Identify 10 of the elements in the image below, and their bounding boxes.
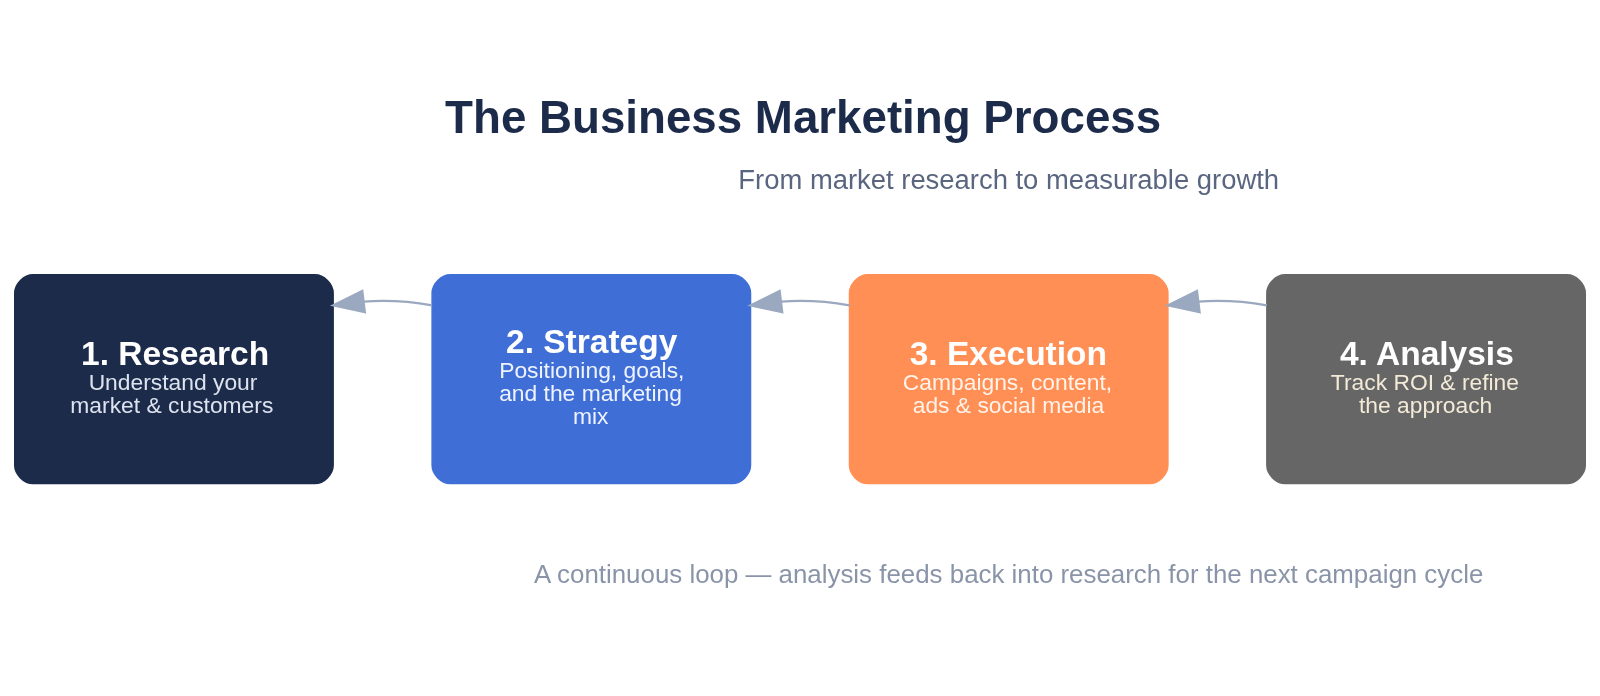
arrow <box>747 289 850 314</box>
label: From market research to measurable growth <box>738 163 1280 195</box>
diagram-title: The Business Marketing Process <box>445 92 1162 144</box>
arrow <box>1164 289 1267 314</box>
node-box: 1. Research Understand your market & customers <box>14 274 334 485</box>
node-box: 3. Execution Campaigns, content, ads & social media <box>848 274 1169 485</box>
node-box: 2. Strategy Positioning, goals, and the marketing mix <box>431 274 752 485</box>
node-box: 4. Analysis Track ROI & refine the approach <box>1266 274 1586 485</box>
arrow <box>329 289 433 314</box>
caption: A continuous loop — analysis feeds back into research for the next campaign cycle <box>534 559 1484 588</box>
